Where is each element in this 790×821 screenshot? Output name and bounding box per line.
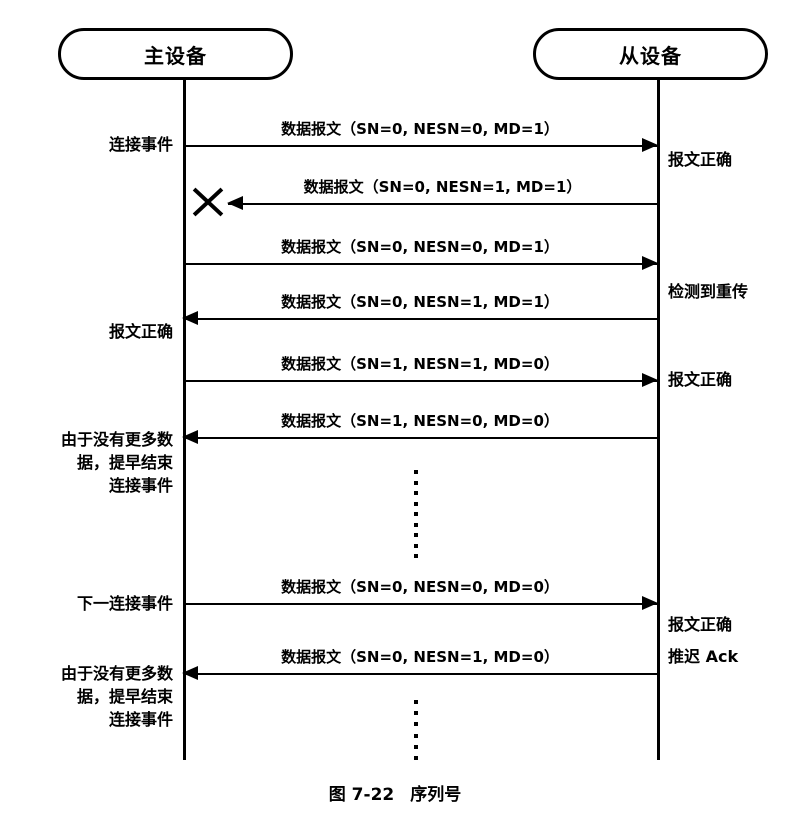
message-line	[183, 263, 657, 265]
note-retransmit: 检测到重传	[668, 282, 749, 301]
message-label: 数据报文（SN=1, NESN=1, MD=0）	[281, 355, 559, 373]
message-line	[183, 673, 657, 675]
time-gap-ellipsis	[414, 470, 418, 558]
message-label: 数据报文（SN=0, NESN=1, MD=1）	[281, 293, 559, 311]
arrowhead-left-icon	[182, 430, 198, 444]
message-label: 数据报文（SN=0, NESN=0, MD=1）	[281, 120, 559, 138]
message-line	[228, 203, 657, 205]
arrowhead-left-icon	[227, 196, 243, 210]
arrowhead-right-icon	[642, 256, 658, 270]
message-line	[183, 380, 657, 382]
message-label: 数据报文（SN=0, NESN=0, MD=1）	[281, 238, 559, 256]
arrowhead-right-icon	[642, 138, 658, 152]
message-line	[183, 318, 657, 320]
message-label: 数据报文（SN=0, NESN=1, MD=1）	[303, 178, 582, 196]
note-packet-ok-left: 报文正确	[108, 322, 173, 341]
caption-number: 图 7-22	[328, 785, 395, 805]
lost-packet-x-icon	[190, 184, 226, 220]
message-label: 数据报文（SN=0, NESN=1, MD=0）	[281, 648, 559, 666]
lifeline-master	[183, 80, 186, 760]
actor-box-slave: 从设备	[533, 28, 768, 80]
arrowhead-right-icon	[642, 596, 658, 610]
arrowhead-right-icon	[642, 373, 658, 387]
arrowhead-left-icon	[182, 311, 198, 325]
note-early-end-2: 由于没有更多数 据，提早结束 连接事件	[60, 664, 173, 729]
note-early-end-1: 由于没有更多数 据，提早结束 连接事件	[60, 430, 173, 495]
note-next-connect: 下一连接事件	[76, 594, 173, 613]
message-label: 数据报文（SN=1, NESN=0, MD=0）	[281, 412, 559, 430]
caption-title: 序列号	[410, 785, 462, 805]
lifeline-slave	[657, 80, 660, 760]
note-connect-event: 连接事件	[108, 135, 173, 154]
message-line	[183, 437, 657, 439]
actor-label-slave: 从设备	[619, 43, 682, 68]
note-packet-ok-3: 报文正确	[668, 615, 733, 634]
figure-caption: 图 7-22 序列号	[0, 780, 790, 805]
note-packet-ok-2: 报文正确	[668, 370, 733, 389]
actor-label-master: 主设备	[144, 43, 207, 68]
message-line	[183, 145, 657, 147]
arrowhead-left-icon	[182, 666, 198, 680]
note-packet-ok-1: 报文正确	[668, 150, 733, 169]
time-gap-ellipsis	[414, 700, 418, 760]
note-defer-ack: 推迟 Ack	[668, 647, 739, 666]
message-line	[183, 603, 657, 605]
actor-box-master: 主设备	[58, 28, 293, 80]
message-label: 数据报文（SN=0, NESN=0, MD=0）	[281, 578, 559, 596]
